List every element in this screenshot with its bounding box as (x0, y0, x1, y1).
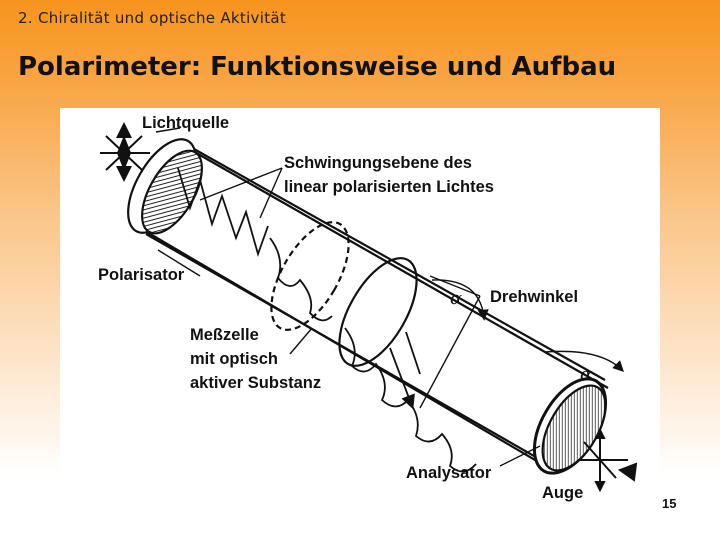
label-rotation-angle: Drehwinkel (490, 288, 578, 306)
breadcrumb: 2. Chiralität und optische Aktivität (18, 9, 287, 27)
label-analyzer: Analysator (406, 464, 492, 482)
label-cell-3: aktiver Substanz (190, 374, 321, 392)
label-oscillation-plane-1: Schwingungsebene des (284, 154, 472, 172)
leader-lines (155, 127, 624, 467)
label-alpha-1: α (450, 288, 462, 309)
label-polarizer: Polarisator (98, 266, 185, 284)
light-source-icon (100, 122, 150, 182)
label-light-source: Lichtquelle (142, 114, 229, 132)
page-number: 15 (662, 496, 677, 511)
page-title: Polarimeter: Funktionsweise und Aufbau (18, 52, 617, 82)
label-cell-1: Meßzelle (190, 326, 259, 344)
polarimeter-tube (127, 138, 609, 475)
label-alpha-2: α (580, 364, 592, 385)
light-wave (177, 167, 477, 473)
eye-arrows-icon (578, 427, 638, 493)
label-oscillation-plane-2: linear polarisierten Lichtes (284, 178, 494, 196)
polarimeter-diagram: Lichtquelle Schwingungsebene des linear … (60, 108, 660, 512)
label-eye: Auge (542, 484, 583, 502)
label-cell-2: mit optisch (190, 350, 278, 368)
